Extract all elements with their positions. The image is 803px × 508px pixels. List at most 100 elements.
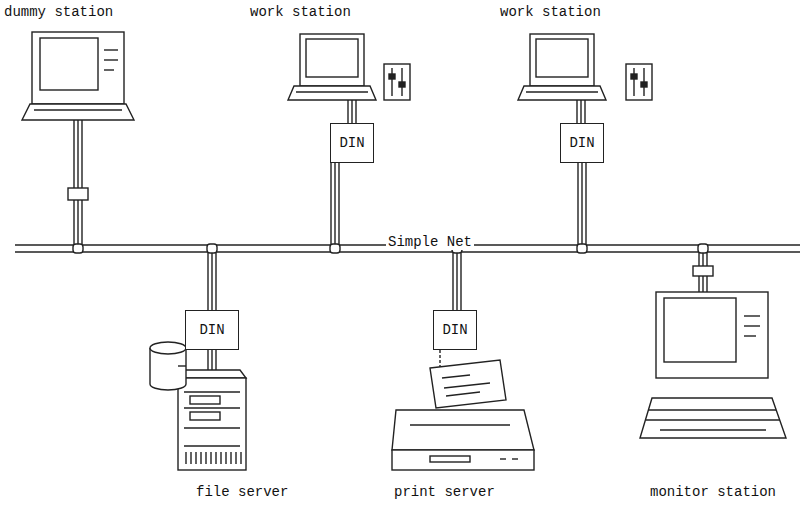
illustration-stroke bbox=[389, 74, 395, 79]
file-server bbox=[150, 253, 246, 470]
illustration-stroke bbox=[296, 91, 368, 92]
illustration-stroke bbox=[215, 253, 216, 310]
illustration-stroke bbox=[205, 452, 206, 464]
illustration-stroke bbox=[220, 452, 221, 464]
illustration-stroke bbox=[22, 104, 134, 120]
illustration-stroke bbox=[640, 398, 786, 438]
illustration-stroke bbox=[15, 251, 800, 252]
illustration-stroke bbox=[211, 253, 212, 310]
illustration-stroke bbox=[200, 452, 201, 464]
illustration-stroke bbox=[664, 298, 736, 362]
interface-label: DIN bbox=[339, 135, 364, 151]
illustration-stroke bbox=[577, 163, 578, 244]
interface-label: DIN bbox=[569, 135, 594, 151]
monitor-terminal bbox=[640, 253, 786, 438]
illustration-stroke bbox=[73, 200, 74, 244]
illustration-stroke bbox=[150, 342, 186, 354]
illustration-stroke bbox=[207, 350, 208, 372]
interface-box: DIN bbox=[433, 310, 477, 350]
illustration-stroke bbox=[581, 163, 582, 244]
illustration-stroke bbox=[391, 68, 392, 96]
illustration-stroke bbox=[442, 375, 470, 378]
illustration-stroke bbox=[698, 244, 708, 253]
illustration-stroke bbox=[460, 253, 461, 310]
illustration-stroke bbox=[452, 253, 453, 310]
illustration-stroke bbox=[207, 253, 208, 310]
illustration-stroke bbox=[530, 34, 594, 86]
illustration-stroke bbox=[178, 365, 186, 366]
station-label: file server bbox=[196, 484, 288, 500]
illustration-stroke bbox=[338, 163, 339, 244]
station-label: dummy station bbox=[4, 4, 113, 20]
illustration-stroke bbox=[702, 276, 703, 292]
illustration-stroke bbox=[744, 315, 760, 316]
illustration-stroke bbox=[215, 452, 216, 464]
illustration-stroke bbox=[15, 32, 800, 470]
illustration-stroke bbox=[384, 64, 410, 100]
illustration-stroke bbox=[744, 325, 760, 326]
printer bbox=[392, 253, 534, 470]
illustration-stroke bbox=[184, 407, 240, 408]
illustration-stroke bbox=[576, 100, 577, 124]
illustration-stroke bbox=[230, 452, 231, 464]
illustration-stroke bbox=[211, 350, 212, 372]
illustration-stroke bbox=[744, 335, 756, 336]
illustration-stroke bbox=[68, 188, 88, 200]
illustration-stroke bbox=[178, 370, 246, 378]
illustration-stroke bbox=[190, 396, 220, 404]
illustration-stroke bbox=[518, 86, 606, 100]
illustration-stroke bbox=[585, 163, 586, 244]
interface-box: DIN bbox=[330, 123, 374, 163]
illustration-stroke bbox=[456, 253, 457, 310]
dummy-terminal bbox=[22, 32, 134, 244]
illustration-stroke bbox=[698, 253, 699, 266]
illustration-stroke bbox=[430, 360, 506, 408]
illustration-stroke bbox=[330, 163, 331, 244]
station-label: print server bbox=[394, 484, 495, 500]
illustration-stroke bbox=[702, 253, 703, 266]
illustration-stroke bbox=[577, 244, 587, 253]
illustration-stroke bbox=[631, 74, 637, 79]
illustration-stroke bbox=[347, 100, 348, 124]
illustration-stroke bbox=[210, 452, 211, 464]
illustration-stroke bbox=[32, 32, 124, 104]
illustration-stroke bbox=[40, 38, 98, 90]
illustration-stroke bbox=[698, 276, 699, 292]
workstation-computer bbox=[518, 34, 652, 244]
illustration-stroke bbox=[706, 253, 707, 266]
illustration-stroke bbox=[195, 452, 196, 464]
illustration-stroke bbox=[190, 452, 191, 464]
interface-label: DIN bbox=[442, 322, 467, 338]
illustration-stroke bbox=[73, 244, 83, 253]
station-label: work station bbox=[250, 4, 351, 20]
illustration-stroke bbox=[410, 424, 510, 425]
illustration-stroke bbox=[225, 452, 226, 464]
interface-box: DIN bbox=[185, 310, 239, 350]
illustration-stroke bbox=[399, 82, 405, 87]
illustration-stroke bbox=[500, 458, 506, 459]
illustration-stroke bbox=[300, 34, 364, 86]
illustration-stroke bbox=[215, 350, 216, 372]
illustration-stroke bbox=[77, 120, 78, 188]
illustration-stroke bbox=[693, 266, 713, 276]
illustration-stroke bbox=[81, 120, 82, 188]
network-label: Simple Net bbox=[386, 234, 474, 250]
illustration-stroke bbox=[81, 200, 82, 244]
illustration-stroke bbox=[178, 378, 246, 470]
illustration-stroke bbox=[444, 383, 490, 388]
illustration-stroke bbox=[34, 109, 122, 110]
illustration-stroke bbox=[235, 452, 236, 464]
illustration-stroke bbox=[656, 292, 768, 378]
illustration-stroke bbox=[186, 452, 241, 464]
illustration-stroke bbox=[207, 244, 217, 253]
illustration-stroke bbox=[641, 82, 647, 87]
illustration-stroke bbox=[646, 419, 780, 420]
illustration-stroke bbox=[536, 39, 588, 77]
illustration-stroke bbox=[73, 120, 74, 188]
illustration-stroke bbox=[512, 458, 518, 459]
illustration-stroke bbox=[240, 452, 241, 464]
illustration-stroke bbox=[334, 163, 335, 244]
illustration-stroke bbox=[288, 86, 376, 100]
